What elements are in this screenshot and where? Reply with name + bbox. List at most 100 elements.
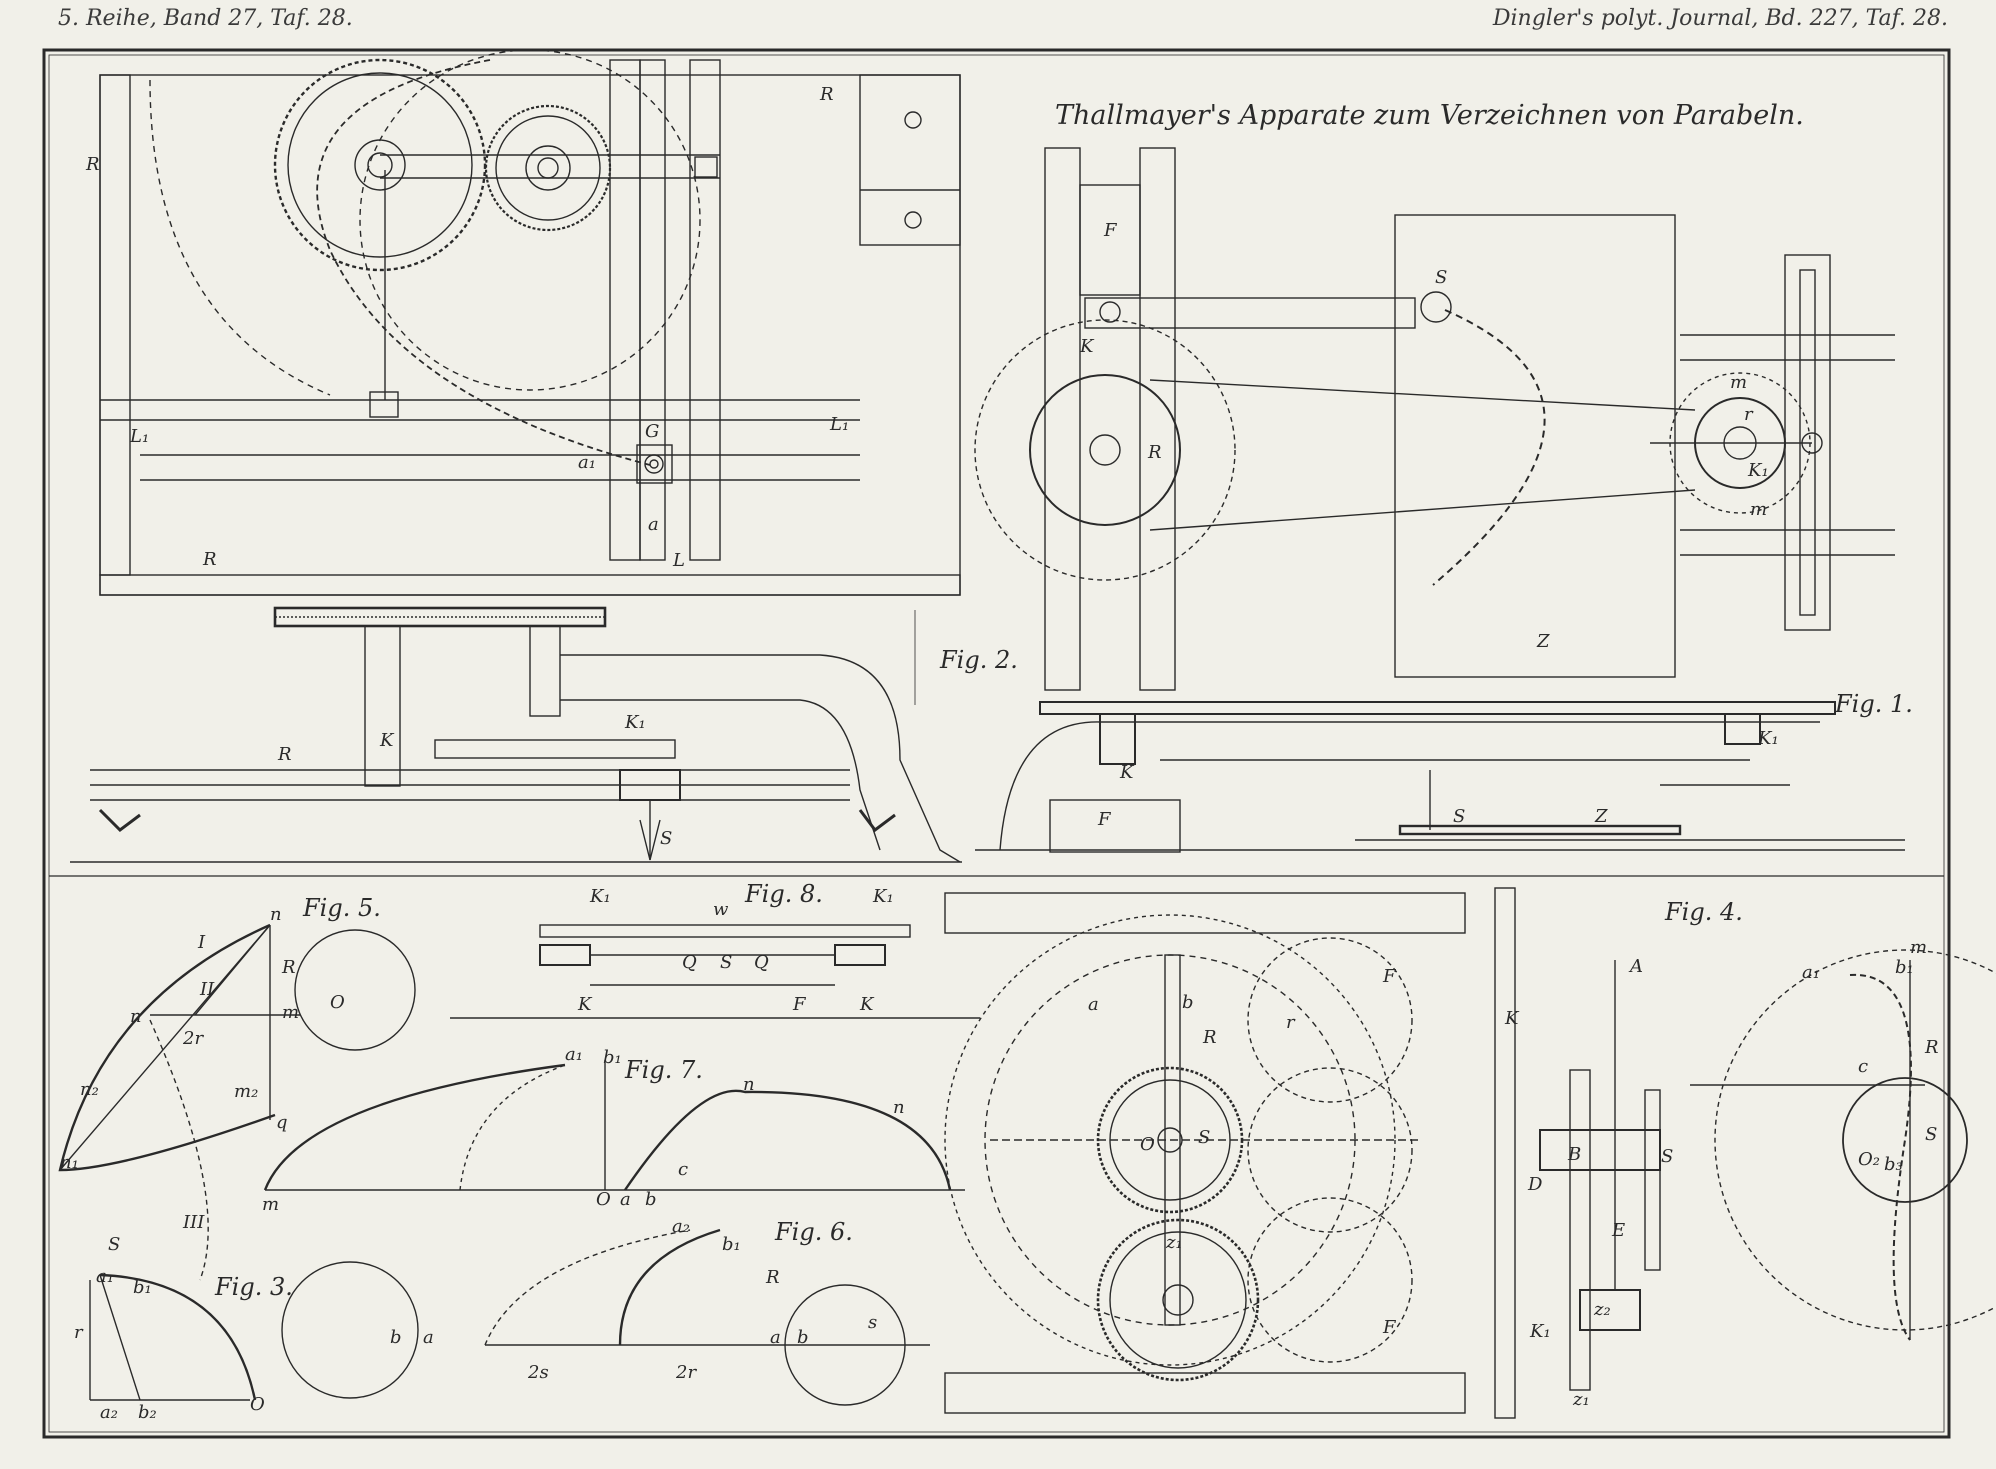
label-S: S — [108, 1234, 120, 1255]
label-G: G — [645, 421, 659, 442]
label-a: a — [770, 1327, 781, 1348]
label-b: b — [1182, 992, 1194, 1013]
label-n: n — [893, 1097, 905, 1118]
label-R: R — [85, 154, 100, 175]
label-a: a — [1088, 994, 1099, 1015]
label-a2: a₂ — [672, 1216, 690, 1237]
label-K1: K₁ — [624, 712, 646, 733]
label-S: S — [1198, 1127, 1210, 1148]
label-z1: z₁ — [1572, 1389, 1590, 1410]
fig8-label: Fig. 8. — [744, 880, 823, 908]
label-K: K — [379, 730, 395, 751]
label-b1: b₁ — [722, 1234, 741, 1255]
label-a: a — [648, 514, 659, 535]
label-I: I — [197, 932, 206, 953]
label-b1: b₁ — [1895, 957, 1914, 978]
label-S: S — [1925, 1124, 1937, 1145]
fig3-drawing — [89, 1261, 419, 1401]
label-K: K — [1504, 1008, 1520, 1029]
label-O: O — [330, 992, 345, 1013]
label-b3: b₃ — [1884, 1154, 1903, 1175]
fig5-label: Fig. 5. — [302, 894, 381, 922]
fig1-label: Fig. 1. — [1834, 690, 1913, 718]
label-z2: z₂ — [1593, 1299, 1611, 1320]
label-m: m — [1730, 372, 1747, 393]
label-K1: K₁ — [1529, 1321, 1551, 1342]
label-a2: a₂ — [100, 1402, 118, 1423]
label-R: R — [765, 1267, 780, 1288]
label-III: III — [182, 1212, 205, 1233]
fig4-drawing — [1494, 887, 1996, 1419]
label-K1: K₁ — [589, 886, 611, 907]
label-s: s — [868, 1312, 877, 1333]
fig7-label: Fig. 7. — [624, 1056, 703, 1084]
label-F: F — [1103, 220, 1118, 241]
label-E: E — [1611, 1220, 1625, 1241]
label-K: K — [1079, 336, 1095, 357]
plate-frame-inner — [48, 54, 1945, 1433]
label-A: A — [1628, 956, 1643, 977]
label-2s: 2s — [527, 1362, 549, 1383]
label-S: S — [1661, 1146, 1673, 1167]
label-b1: b₁ — [133, 1277, 152, 1298]
plate-frame-outer — [42, 48, 1951, 1439]
label-F: F — [1382, 1317, 1397, 1338]
label-z1: z₁ — [1165, 1232, 1183, 1253]
fig7-drawing — [263, 1060, 965, 1191]
label-b1: b₁ — [603, 1047, 622, 1068]
label-II: II — [199, 979, 215, 1000]
label-c: c — [678, 1159, 688, 1180]
label-F: F — [1097, 809, 1112, 830]
label-F: F — [1382, 966, 1397, 987]
label-O2: O₂ — [1858, 1149, 1880, 1170]
label-D: D — [1527, 1174, 1543, 1195]
label-R: R — [202, 549, 217, 570]
plate-title: Thallmayer's Apparate zum Verzeichnen vo… — [1055, 100, 1804, 131]
fig4-label: Fig. 4. — [1664, 898, 1743, 926]
gear-assembly-drawing — [944, 892, 1466, 1414]
label-b2: b₂ — [138, 1402, 157, 1423]
label-R: R — [281, 957, 296, 978]
label-L1: L₁ — [129, 426, 149, 447]
fig8-drawing — [450, 924, 980, 1019]
label-a1: a₁ — [96, 1266, 114, 1287]
label-K: K — [1119, 762, 1135, 783]
label-S: S — [1453, 806, 1465, 827]
label-a: a — [423, 1327, 434, 1348]
label-n1: n₁ — [60, 1152, 79, 1173]
label-m: m — [262, 1194, 279, 1215]
label-a1: a₁ — [578, 452, 596, 473]
label-r: r — [1744, 404, 1754, 425]
label-m: m — [1910, 937, 1927, 958]
label-Q: Q — [754, 952, 769, 973]
label-R: R — [819, 84, 834, 105]
label-r: r — [74, 1322, 84, 1343]
label-q: q — [276, 1112, 288, 1133]
label-m2: m₂ — [234, 1081, 258, 1102]
fig2-drawing — [70, 49, 962, 863]
label-R: R — [1924, 1037, 1939, 1058]
label-O: O — [596, 1189, 611, 1210]
label-a1: a₁ — [1802, 962, 1820, 983]
label-R: R — [1202, 1027, 1217, 1048]
label-b: b — [645, 1189, 657, 1210]
label-K1: K₁ — [1747, 460, 1769, 481]
label-R: R — [1147, 442, 1162, 463]
label-n: n — [270, 904, 282, 925]
label-Z: Z — [1594, 806, 1608, 827]
label-S: S — [660, 828, 672, 849]
fig6-label: Fig. 6. — [774, 1218, 853, 1246]
label-m: m — [282, 1002, 299, 1023]
label-n: n — [130, 1006, 142, 1027]
label-R: R — [277, 744, 292, 765]
label-2r: 2r — [182, 1028, 204, 1049]
label-2r: 2r — [675, 1362, 697, 1383]
label-O: O — [1140, 1134, 1155, 1155]
label-K1: K₁ — [872, 886, 894, 907]
label-b: b — [390, 1327, 402, 1348]
label-O: O — [250, 1394, 265, 1415]
fig1-drawing — [974, 147, 1905, 853]
fig3-label: Fig. 3. — [214, 1273, 293, 1301]
label-K: K — [859, 994, 875, 1015]
label-c: c — [1858, 1056, 1868, 1077]
